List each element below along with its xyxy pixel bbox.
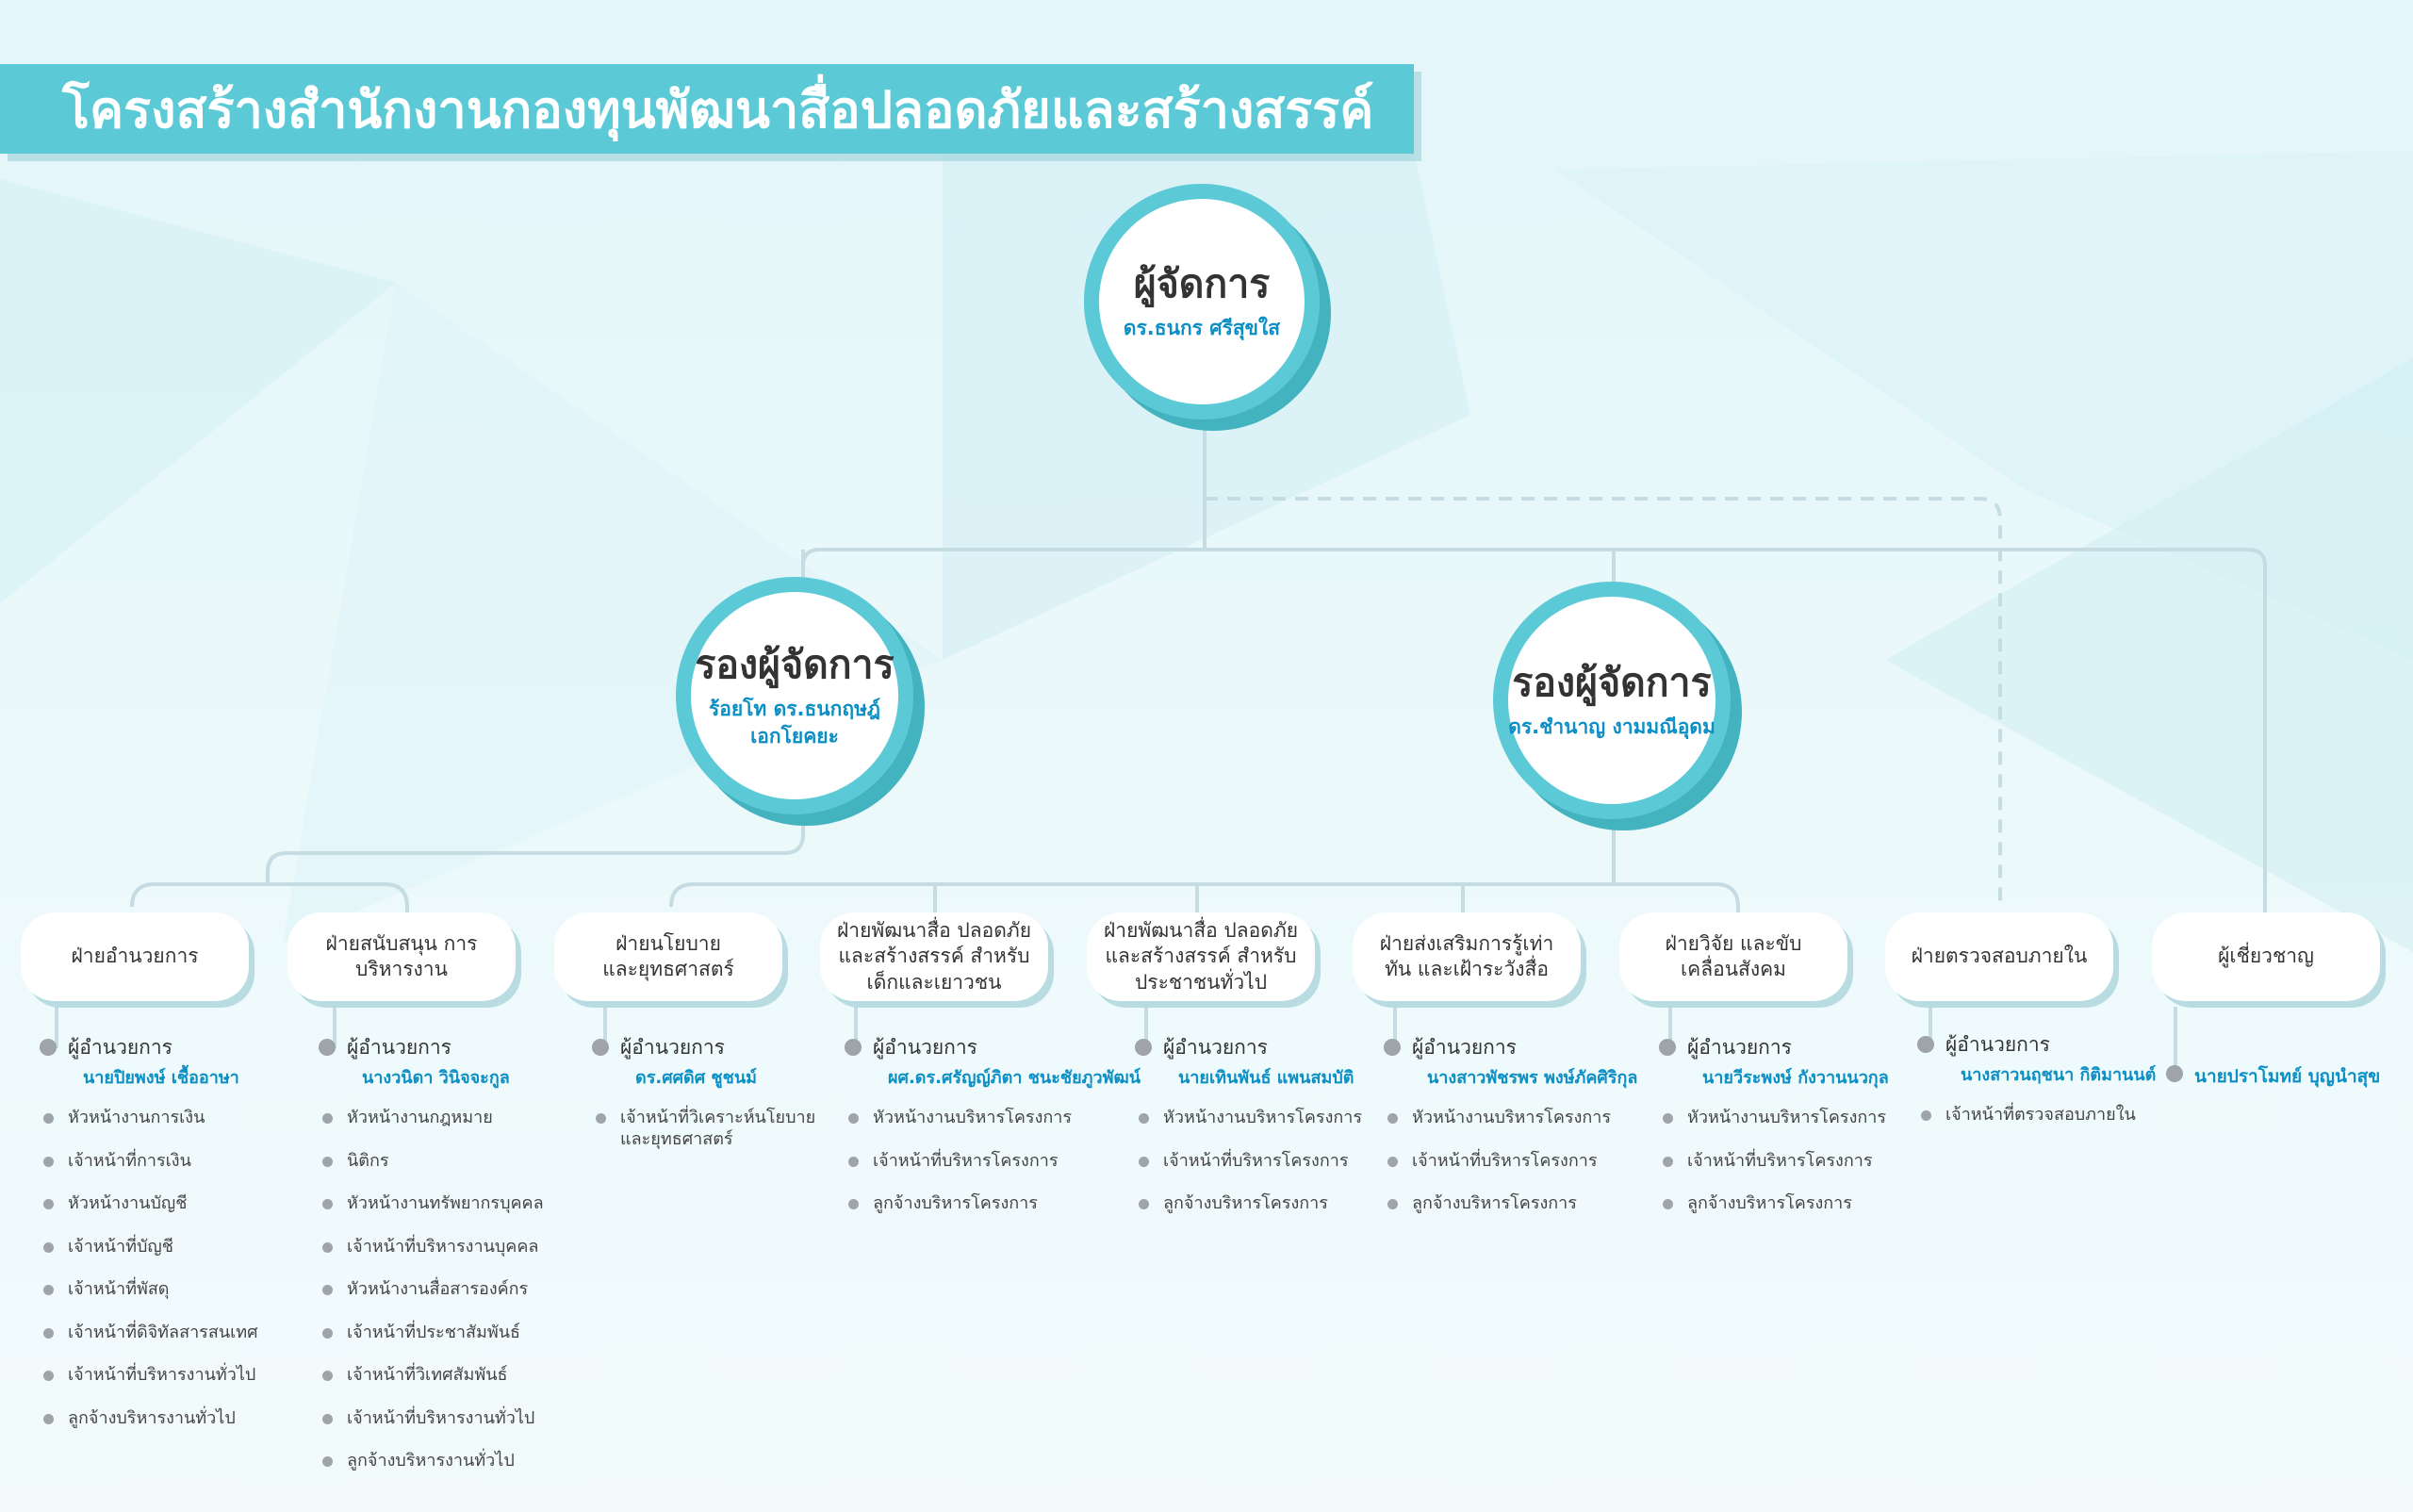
dept-box-expert: ผู้เชี่ยวชาญ: [2152, 912, 2380, 1001]
staff-list: หัวหน้างานบริหารโครงการ เจ้าหน้าที่บริหา…: [1137, 1108, 1362, 1237]
staff-item: เจ้าหน้าที่ประชาสัมพันธ์: [320, 1323, 544, 1366]
staff-item: เจ้าหน้าที่บริหารโครงการ: [1137, 1151, 1362, 1194]
staff-item: เจ้าหน้าที่วิเคราะห์นโยบาย และยุทธศาสตร์: [594, 1108, 818, 1151]
director-name: ดร.ศศดิศ ชูชนม์: [635, 1068, 758, 1089]
dept-column-research: ผู้อำนวยการ นายวีระพงษ์ กังวานนวกุล หัวห…: [1659, 1035, 1889, 1237]
director-title: ผู้อำนวยการ: [1383, 1035, 1637, 1060]
dept-column-audit: ผู้อำนวยการ นางสาวนฤชนา กิติมานนต์ เจ้าห…: [1916, 1032, 2157, 1148]
dept-column-policy: ผู้อำนวยการ ดร.ศศดิศ ชูชนม์ เจ้าหน้าที่ว…: [592, 1035, 818, 1151]
deputy-title: รองผู้จัดการ: [1512, 660, 1712, 706]
director-name: ผศ.ดร.ศรัญญ์ภิตา ชนะชัยภูวพัฒน์: [888, 1068, 1141, 1089]
staff-item: ลูกจ้างบริหารโครงการ: [1137, 1193, 1362, 1237]
director-title: ผู้อำนวยการ: [1916, 1032, 2156, 1058]
staff-list: เจ้าหน้าที่ตรวจสอบภายใน: [1919, 1105, 2156, 1148]
deputy-name: ร้อยโท ดร.ธนกฤษฎ์ เอกโยคยะ: [708, 698, 881, 748]
dept-label: ฝ่ายพัฒนาสื่อ ปลอดภัยและสร้างสรรค์ สำหรั…: [1103, 919, 1299, 994]
staff-item: หัวหน้างานการเงิน: [41, 1108, 258, 1151]
dept-label: ฝ่ายนโยบาย และยุทธศาสตร์: [602, 931, 734, 980]
staff-item: หัวหน้างานบริหารโครงการ: [846, 1108, 1141, 1151]
dept-column-public-media: ผู้อำนวยการ นายเทินพันธ์ แพนสมบัติ หัวหน…: [1134, 1035, 1362, 1237]
staff-item: เจ้าหน้าที่ตรวจสอบภายใน: [1919, 1105, 2156, 1148]
staff-item: ลูกจ้างบริหารโครงการ: [1386, 1193, 1637, 1237]
title-banner: โครงสร้างสำนักงานกองทุนพัฒนาสื่อปลอดภัยแ…: [0, 64, 1414, 154]
director-name: นางสาวนฤชนา กิติมานนต์: [1961, 1065, 2157, 1086]
dept-label: ฝ่ายตรวจสอบภายใน: [1911, 945, 2088, 968]
staff-item: หัวหน้างานบริหารโครงการ: [1386, 1108, 1637, 1151]
deputy-title: รองผู้จัดการ: [695, 642, 895, 688]
deputy-node-1: รองผู้จัดการ ร้อยโท ดร.ธนกฤษฎ์ เอกโยคยะ: [676, 577, 913, 814]
staff-list: หัวหน้างานบริหารโครงการ เจ้าหน้าที่บริหา…: [1386, 1108, 1637, 1237]
staff-item: เจ้าหน้าที่บริหารงานทั่วไป: [41, 1365, 258, 1408]
staff-item: ลูกจ้างบริหารงานทั่วไป: [320, 1451, 544, 1494]
dept-box-public-media: ฝ่ายพัฒนาสื่อ ปลอดภัยและสร้างสรรค์ สำหรั…: [1087, 912, 1315, 1001]
staff-item: ลูกจ้างบริหารโครงการ: [846, 1193, 1141, 1237]
director-title: ผู้อำนวยการ: [592, 1035, 818, 1060]
staff-item: ลูกจ้างบริหารโครงการ: [1661, 1193, 1889, 1237]
dept-label: ฝ่ายวิจัย และขับเคลื่อนสังคม: [1665, 931, 1802, 980]
staff-list: หัวหน้างานการเงิน เจ้าหน้าที่การเงิน หัว…: [41, 1108, 258, 1451]
manager-title: ผู้จัดการ: [1133, 261, 1271, 307]
staff-item: เจ้าหน้าที่การเงิน: [41, 1151, 258, 1194]
staff-item: หัวหน้างานบริหารโครงการ: [1661, 1108, 1889, 1151]
dept-box-research: ฝ่ายวิจัย และขับเคลื่อนสังคม: [1619, 912, 1847, 1001]
staff-item: นิติกร: [320, 1151, 544, 1194]
staff-list: หัวหน้างานบริหารโครงการ เจ้าหน้าที่บริหา…: [846, 1108, 1141, 1237]
staff-item: หัวหน้างานสื่อสารองค์กร: [320, 1279, 544, 1323]
dept-column-support: ผู้อำนวยการ นางวนิดา วินิจจะกูล หัวหน้าง…: [319, 1035, 544, 1494]
staff-item: หัวหน้างานบริหารโครงการ: [1137, 1108, 1362, 1151]
staff-item: หัวหน้างานบัญชี: [41, 1193, 258, 1237]
dept-column-media-literacy: ผู้อำนวยการ นางสาวพัชรพร พงษ์ภัคศิริกุล …: [1383, 1035, 1638, 1237]
dept-label: ฝ่ายอำนวยการ: [71, 945, 199, 968]
dept-label: ฝ่ายส่งเสริมการรู้เท่าทัน และเฝ้าระวังสื…: [1379, 931, 1554, 980]
page-title: โครงสร้างสำนักงานกองทุนพัฒนาสื่อปลอดภัยแ…: [62, 79, 1374, 140]
director-name: นางวนิดา วินิจจะกูล: [362, 1068, 510, 1089]
deputy-name: ดร.ชำนาญ งามมณีอุดม: [1508, 715, 1715, 739]
director-name: นางสาวพัชรพร พงษ์ภัคศิริกุล: [1427, 1068, 1638, 1089]
manager-name: ดร.ธนกร ศรีสุขใส: [1123, 317, 1281, 340]
staff-list: หัวหน้างานบริหารโครงการ เจ้าหน้าที่บริหา…: [1661, 1108, 1889, 1237]
staff-item: เจ้าหน้าที่บริหารโครงการ: [846, 1151, 1141, 1194]
dept-box-youth-media: ฝ่ายพัฒนาสื่อ ปลอดภัยและสร้างสรรค์ สำหรั…: [820, 912, 1048, 1001]
director-name: นายเทินพันธ์ แพนสมบัติ: [1178, 1068, 1354, 1089]
staff-item: เจ้าหน้าที่บริหารโครงการ: [1661, 1151, 1889, 1194]
expert-name: นายปราโมทย์ บุญนำสุข: [2194, 1066, 2381, 1087]
staff-item: หัวหน้างานทรัพยากรบุคคล: [320, 1193, 544, 1237]
director-name: นายปิยพงษ์ เชื้ออาษา: [83, 1068, 239, 1089]
director-name: นายวีระพงษ์ กังวานนวกุล: [1702, 1068, 1889, 1089]
director-title: ผู้อำนวยการ: [1659, 1035, 1889, 1060]
manager-node: ผู้จัดการ ดร.ธนกร ศรีสุขใส: [1084, 184, 1320, 419]
dept-label: ฝ่ายพัฒนาสื่อ ปลอดภัยและสร้างสรรค์ สำหรั…: [836, 919, 1032, 994]
staff-item: เจ้าหน้าที่พัสดุ: [41, 1279, 258, 1323]
expert-entry: นายปราโมทย์ บุญนำสุข: [2166, 1062, 2380, 1091]
dept-box-policy: ฝ่ายนโยบาย และยุทธศาสตร์: [554, 912, 782, 1001]
staff-item: เจ้าหน้าที่บริหารงานบุคคล: [320, 1237, 544, 1280]
dept-box-audit: ฝ่ายตรวจสอบภายใน: [1885, 912, 2113, 1001]
staff-item: เจ้าหน้าที่วิเทศสัมพันธ์: [320, 1365, 544, 1408]
director-title: ผู้อำนวยการ: [844, 1035, 1141, 1060]
staff-list: เจ้าหน้าที่วิเคราะห์นโยบาย และยุทธศาสตร์: [594, 1108, 818, 1151]
deputy-node-2: รองผู้จัดการ ดร.ชำนาญ งามมณีอุดม: [1493, 582, 1731, 819]
dept-box-support: ฝ่ายสนับสนุน การบริหารงาน: [287, 912, 516, 1001]
staff-item: หัวหน้างานกฎหมาย: [320, 1108, 544, 1151]
staff-item: เจ้าหน้าที่ดิจิทัลสารสนเทศ: [41, 1323, 258, 1366]
dept-column-youth-media: ผู้อำนวยการ ผศ.ดร.ศรัญญ์ภิตา ชนะชัยภูวพั…: [844, 1035, 1141, 1237]
director-title: ผู้อำนวยการ: [319, 1035, 544, 1060]
director-title: ผู้อำนวยการ: [1134, 1035, 1362, 1060]
dept-label: ผู้เชี่ยวชาญ: [2218, 945, 2314, 968]
dept-box-media-literacy: ฝ่ายส่งเสริมการรู้เท่าทัน และเฝ้าระวังสื…: [1353, 912, 1581, 1001]
staff-item: เจ้าหน้าที่บริหารงานทั่วไป: [320, 1408, 544, 1452]
dept-label: ฝ่ายสนับสนุน การบริหารงาน: [325, 931, 478, 980]
dept-box-admin: ฝ่ายอำนวยการ: [21, 912, 249, 1001]
staff-list: หัวหน้างานกฎหมาย นิติกร หัวหน้างานทรัพยา…: [320, 1108, 544, 1494]
director-title: ผู้อำนวยการ: [40, 1035, 258, 1060]
staff-item: เจ้าหน้าที่บัญชี: [41, 1237, 258, 1280]
staff-item: ลูกจ้างบริหารงานทั่วไป: [41, 1408, 258, 1452]
staff-item: เจ้าหน้าที่บริหารโครงการ: [1386, 1151, 1637, 1194]
dept-column-admin: ผู้อำนวยการ นายปิยพงษ์ เชื้ออาษา หัวหน้า…: [40, 1035, 258, 1451]
